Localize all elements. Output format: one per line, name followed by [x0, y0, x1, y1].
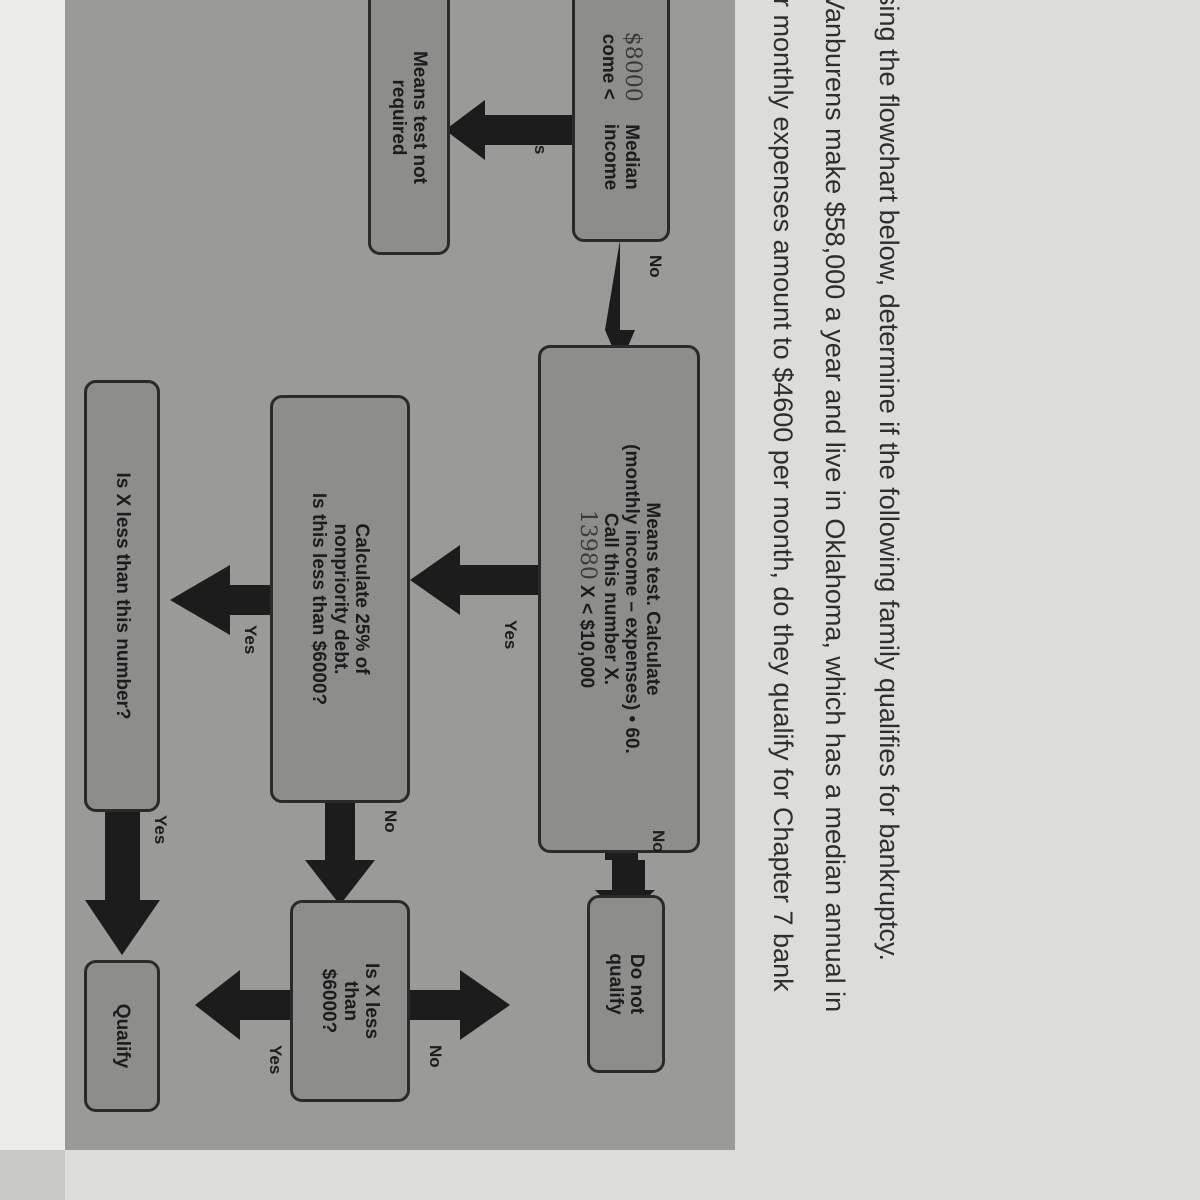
- box-text: Is this less than $6000?: [308, 492, 330, 706]
- label-no: No: [649, 830, 668, 853]
- means-test-not-required-box: Means test not required: [368, 0, 450, 255]
- box-text: qualify: [605, 953, 626, 1015]
- arrow-no-median: [605, 240, 635, 365]
- label-yes: Yes: [501, 620, 520, 650]
- box-text: $6000?: [318, 968, 340, 1034]
- box-text: come <: [598, 33, 620, 100]
- means-test-box: Means test. Calculate (monthly income – …: [538, 345, 700, 853]
- arrow-yes-median: [445, 100, 575, 160]
- label-no: No: [646, 255, 665, 278]
- label-no: No: [426, 1045, 445, 1068]
- box-text: Means test not: [409, 50, 431, 185]
- box-text: Call this number X.: [599, 512, 621, 686]
- label-no: No: [381, 810, 400, 833]
- label-yes: Yes: [266, 1045, 285, 1075]
- nonpriority-debt-box: Calculate 25% of nonpriority debt. Is th…: [270, 395, 410, 803]
- handwritten-note: $8000: [619, 31, 645, 102]
- box-text: Do not: [626, 953, 648, 1015]
- box-text: income: [600, 123, 622, 191]
- box-text: nonpriority debt.: [329, 523, 351, 675]
- box-text: Is X less than this number?: [111, 472, 133, 720]
- qualify-box: Qualify: [84, 960, 160, 1112]
- box-text: Qualify: [111, 1003, 133, 1069]
- arrow-yes-means: [410, 545, 540, 615]
- handwritten-note: 13980: [575, 509, 601, 580]
- x-less-than-6000-box: Is X less than $6000?: [290, 900, 410, 1102]
- arrow-yes-x6000: [195, 970, 290, 1040]
- label-yes: Yes: [151, 815, 170, 845]
- label-yes: Yes: [531, 125, 550, 155]
- box-text: than: [339, 980, 361, 1022]
- box-text: Median: [621, 124, 643, 190]
- arrow-yes-xnumber: [85, 810, 160, 955]
- x-less-than-number-box: Is X less than this number?: [84, 380, 160, 812]
- do-not-qualify-box: Do not qualify: [587, 895, 665, 1073]
- box-text: X < $10,000: [576, 585, 598, 689]
- box-text: Calculate 25% of: [350, 523, 372, 675]
- box-text: required: [388, 79, 409, 156]
- arrow-yes-nonpriority: [170, 565, 270, 635]
- box-text: Means test. Calculate: [642, 502, 664, 696]
- arrow-no-nonpriority: [305, 800, 375, 905]
- box-text: Is X less: [360, 962, 382, 1040]
- box-text: (monthly income – expenses) • 60.: [620, 444, 642, 754]
- label-yes: Yes: [241, 625, 260, 655]
- arrow-no-x6000: [410, 970, 510, 1040]
